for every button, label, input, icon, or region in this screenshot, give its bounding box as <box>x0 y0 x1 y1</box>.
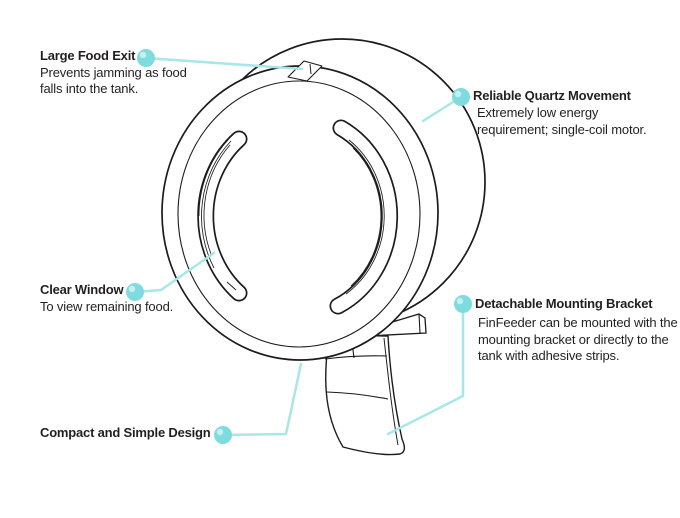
right-window-slot <box>329 119 399 315</box>
callout-title: Compact and Simple Design <box>40 425 211 440</box>
callout-detachable-mounting-bracket: Detachable Mounting Bracket FinFeeder ca… <box>475 296 678 365</box>
mounting-bracket-strap <box>324 334 406 456</box>
callout-body: FinFeeder can be mounted with the mounti… <box>478 315 678 363</box>
drum-front-bevel <box>177 80 421 348</box>
callout-compact-and-simple-design: Compact and Simple Design <box>40 425 211 440</box>
callout-title: Reliable Quartz Movement <box>473 88 631 103</box>
leader-line-compact-and-simple-design <box>221 362 303 437</box>
callout-body: To view remaining food. <box>40 299 174 314</box>
callout-dot-large-food-exit <box>137 49 155 67</box>
food-exit-notch <box>287 60 323 82</box>
leader-line-detachable-mounting-bracket <box>386 302 465 436</box>
callout-title: Large Food Exit <box>40 48 136 63</box>
callout-clear-window: Clear Window To view remaining food. <box>40 282 173 316</box>
callout-body: Extremely low energy requirement; single… <box>477 105 647 137</box>
left-window-slot <box>197 130 248 302</box>
callout-body: Prevents jamming as food falls into the … <box>40 65 187 96</box>
callout-dot-clear-window <box>126 283 144 301</box>
callout-dot-compact-and-simple-design <box>214 426 232 444</box>
callout-dot-detachable-mounting-bracket <box>454 295 472 313</box>
callout-title: Clear Window <box>40 282 124 297</box>
callout-reliable-quartz-movement: Reliable Quartz Movement Extremely low e… <box>473 88 647 138</box>
callout-dot-reliable-quartz-movement <box>452 88 470 106</box>
leader-line-large-food-exit <box>144 56 304 71</box>
callout-title: Detachable Mounting Bracket <box>475 296 653 311</box>
callout-large-food-exit: Large Food Exit Prevents jamming as food… <box>40 48 187 97</box>
